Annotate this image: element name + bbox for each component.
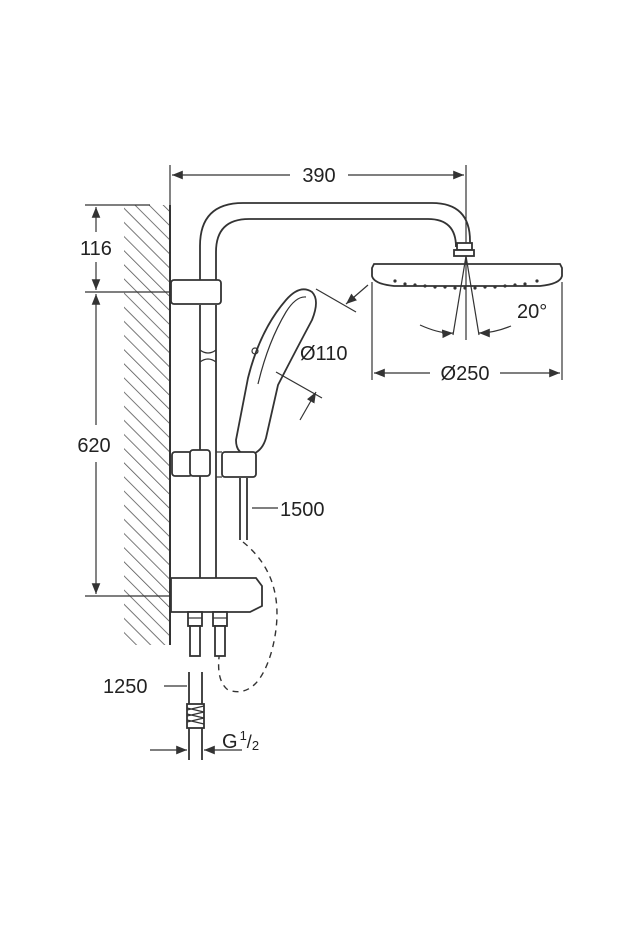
rail-height-label: 620 bbox=[77, 435, 110, 457]
hand-shower-diameter-label: Ø110 bbox=[300, 343, 347, 365]
tilt-angle-indicator: 20° bbox=[419, 255, 547, 340]
wall bbox=[124, 205, 171, 645]
diverter-unit bbox=[170, 577, 263, 613]
connection-hose-length-label: 1250 bbox=[103, 676, 148, 698]
water-connections bbox=[187, 611, 228, 657]
sliding-rail bbox=[199, 305, 217, 578]
shower-hose bbox=[217, 478, 278, 693]
hose-length-label: 1500 bbox=[280, 499, 325, 521]
hand-shower-diameter-dimension: Ø110 bbox=[275, 284, 369, 421]
head-shower-diameter-label: Ø250 bbox=[441, 363, 490, 385]
top-offset-dimension: 116 bbox=[80, 207, 112, 290]
top-offset-label: 116 bbox=[80, 238, 112, 260]
thread-prefix: G bbox=[222, 731, 238, 753]
thread-denominator: 2 bbox=[252, 738, 259, 753]
connection-hose-length-dimension: 1250 bbox=[103, 676, 187, 698]
upper-wall-bracket bbox=[170, 279, 222, 305]
shower-head bbox=[371, 249, 563, 290]
arm-length-dimension: 390 bbox=[172, 165, 464, 187]
hand-shower-holder bbox=[171, 449, 257, 478]
extension-lines bbox=[85, 165, 563, 597]
tilt-angle-label: 20° bbox=[517, 301, 547, 323]
rail-height-dimension: 620 bbox=[77, 294, 111, 594]
head-shower-diameter-dimension: Ø250 bbox=[374, 363, 560, 385]
thread-numerator: 1 bbox=[240, 728, 247, 743]
arm-length-label: 390 bbox=[302, 165, 335, 187]
connection-hose bbox=[186, 672, 205, 760]
thread-slash: / bbox=[247, 732, 252, 752]
hose-length-dimension: 1500 bbox=[252, 499, 325, 521]
